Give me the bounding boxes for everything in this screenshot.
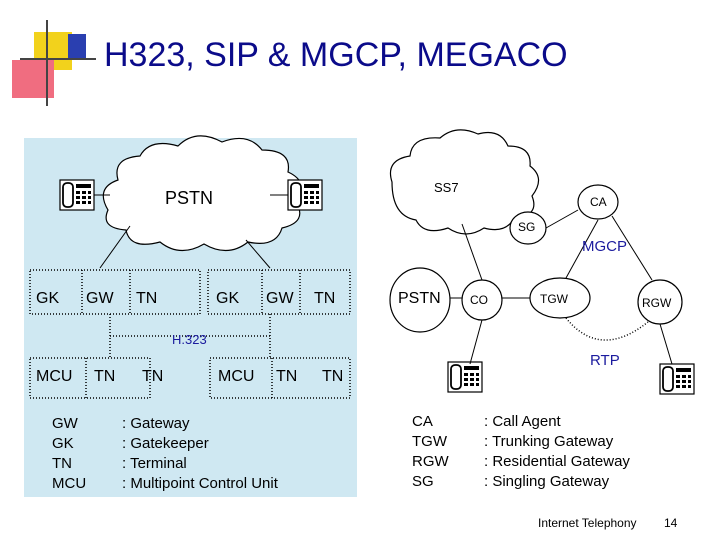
legend-term: CA — [412, 413, 433, 430]
legend-definition: : Trunking Gateway — [484, 433, 614, 450]
legend-term: RGW — [412, 453, 449, 470]
node-gk-1: GK — [36, 290, 60, 307]
legend-left-terms: GW GK TN MCU — [52, 414, 86, 494]
legend-right-terms: CA TGW RGW SG — [412, 412, 449, 492]
footer-text: Internet Telephony — [538, 516, 637, 530]
legend-definition: : Gateway — [122, 415, 190, 432]
pstn-label: PSTN — [398, 290, 441, 307]
mgcp-label: MGCP — [582, 238, 627, 255]
legend-term: TN — [52, 455, 72, 472]
node-gw-2: GW — [266, 290, 294, 307]
node-tn-3: TN — [94, 368, 116, 385]
pstn-cloud-label: PSTN — [165, 188, 214, 208]
legend-definition: : Residential Gateway — [484, 453, 630, 470]
legend-definition: : Singling Gateway — [484, 473, 610, 490]
node-mcu-1: MCU — [36, 368, 73, 385]
legend-term: TGW — [412, 433, 447, 450]
legend-term: GW — [52, 415, 78, 432]
legend-definition: : Multipoint Control Unit — [122, 475, 278, 492]
node-tn-5: TN — [276, 368, 298, 385]
page-number: 14 — [664, 516, 678, 530]
legend-left-definitions: : Gateway : Gatekeeper : Terminal : Mult… — [122, 414, 278, 494]
node-gw-1: GW — [86, 290, 114, 307]
slide-title: H323, SIP & MGCP, MEGACO — [104, 36, 568, 74]
ss7-cloud — [389, 129, 540, 235]
rtp-label: RTP — [590, 352, 620, 369]
legend-definition: : Gatekeeper — [122, 435, 209, 452]
legend-definition: : Terminal — [122, 455, 187, 472]
node-tn-2: TN — [314, 290, 336, 307]
telephone-icon — [659, 363, 695, 395]
legend-term: GK — [52, 435, 74, 452]
node-tn-4: TN — [142, 368, 164, 385]
legend-right-definitions: : Call Agent : Trunking Gateway : Reside… — [484, 412, 630, 492]
node-gk-2: GK — [216, 290, 240, 307]
ss7-label: SS7 — [434, 180, 459, 195]
legend-term: MCU — [52, 475, 87, 492]
telephone-icon — [287, 179, 323, 211]
logo-squares-icon — [0, 0, 100, 110]
legend-term: SG — [412, 473, 434, 490]
co-label: CO — [470, 293, 488, 307]
telephone-icon — [59, 179, 95, 211]
ca-label: CA — [590, 195, 607, 209]
tgw-label: TGW — [540, 292, 568, 306]
node-tn-1: TN — [136, 290, 158, 307]
rgw-label: RGW — [642, 296, 672, 310]
telephone-icon — [447, 361, 483, 393]
sg-label: SG — [518, 220, 536, 234]
legend-definition: : Call Agent — [484, 413, 561, 430]
node-tn-6: TN — [322, 368, 344, 385]
node-mcu-2: MCU — [218, 368, 255, 385]
h323-label: H.323 — [172, 332, 207, 347]
